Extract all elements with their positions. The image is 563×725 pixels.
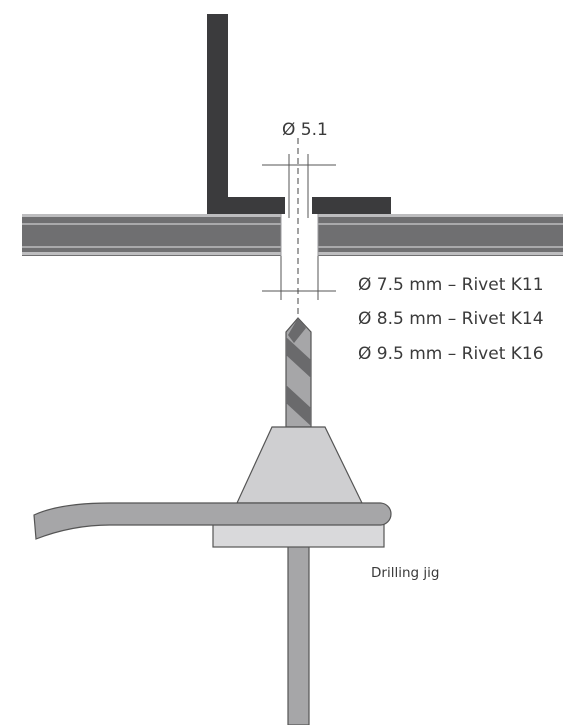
drill-bit [285, 317, 312, 428]
rivet-option-label: Ø 9.5 mm – Rivet K16 [358, 344, 544, 364]
jig-arm [33, 502, 392, 540]
hole-diameter-label: Ø 5.1 [282, 120, 328, 140]
drill-chuck [236, 426, 363, 504]
drilling-jig-label: Drilling jig [371, 565, 440, 581]
base-plate [22, 214, 563, 256]
rivet-option-label: Ø 8.5 mm – Rivet K14 [358, 309, 544, 329]
jig-shaft [287, 545, 310, 725]
dimension-lines [262, 154, 336, 300]
rivet-option-label: Ø 7.5 mm – Rivet K11 [358, 275, 544, 295]
angle-profile [207, 14, 391, 216]
